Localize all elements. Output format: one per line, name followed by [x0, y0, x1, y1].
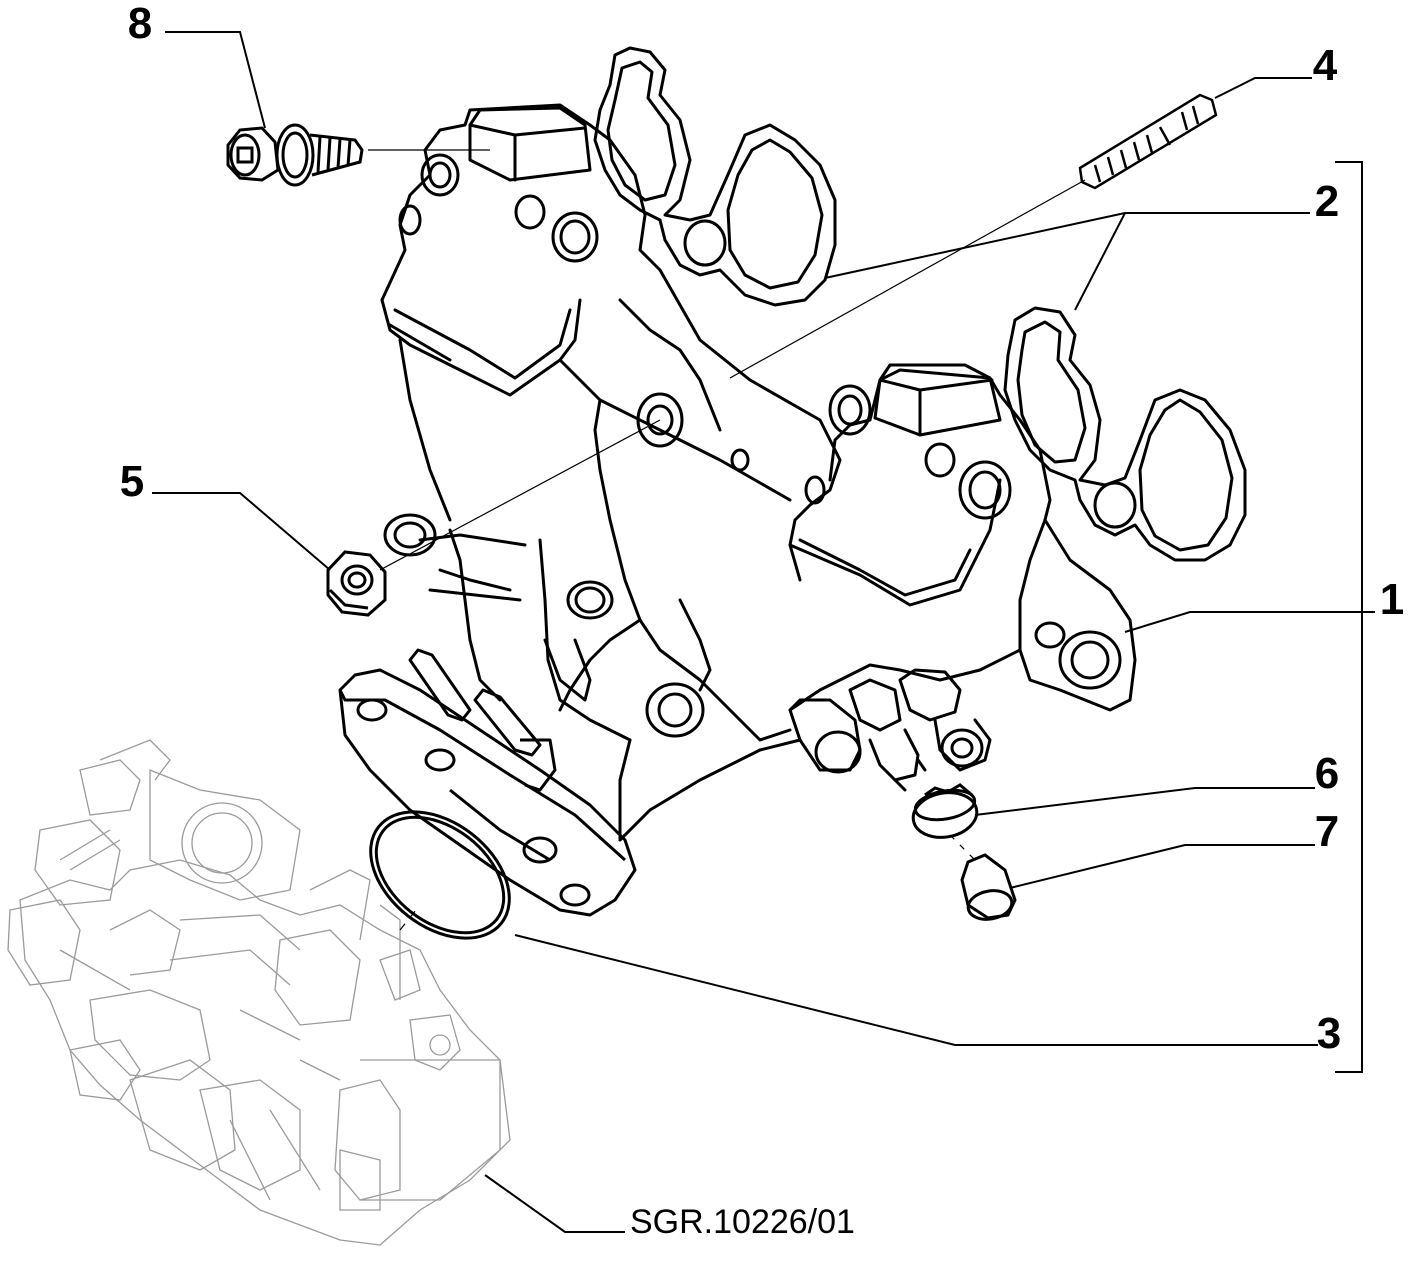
callout-7: 7 — [1314, 807, 1340, 856]
engine-block-drawing — [8, 740, 510, 1245]
stud-drawing — [1080, 95, 1216, 188]
callout-1: 1 — [1379, 575, 1405, 624]
bolt-drawing — [228, 125, 362, 185]
flange-drawing — [340, 650, 635, 915]
callout-2: 2 — [1314, 177, 1340, 226]
callout-4: 4 — [1312, 41, 1338, 90]
leader-line-6 — [975, 788, 1315, 815]
manifold-body-drawing — [382, 105, 1135, 840]
leader-line-7 — [1010, 845, 1315, 888]
callout-5: 5 — [119, 457, 145, 506]
clamp-drawing — [910, 785, 981, 842]
leader-line-2b — [825, 213, 1125, 278]
nut-drawing — [328, 552, 385, 615]
group-bracket — [1335, 162, 1362, 1072]
leader-lines — [152, 32, 1375, 1232]
leader-line-ref — [485, 1175, 625, 1232]
leader-line-4 — [1215, 78, 1312, 98]
leader-line-2 — [1075, 213, 1310, 310]
leader-line-3 — [515, 935, 1318, 1045]
cap-drawing — [962, 855, 1015, 923]
leader-line-1 — [1125, 612, 1375, 632]
alignment-lines — [368, 150, 1085, 930]
o-ring-drawing — [347, 786, 534, 964]
leader-line-8 — [165, 32, 265, 128]
gasket-drawing — [595, 48, 1245, 560]
drawing-reference-code: SGR.10226/01 — [630, 1203, 855, 1241]
leader-line-5 — [152, 493, 330, 570]
callout-8: 8 — [127, 0, 153, 48]
callout-6: 6 — [1314, 749, 1340, 798]
callout-3: 3 — [1316, 1009, 1342, 1058]
